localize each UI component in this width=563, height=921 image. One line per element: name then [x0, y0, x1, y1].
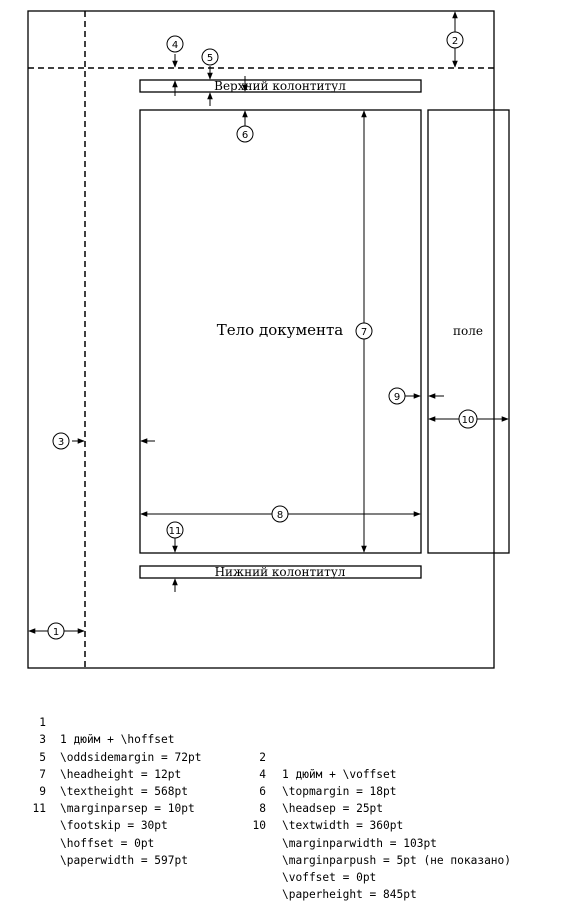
marker-9-label: 9 — [394, 392, 400, 403]
marker-4-label: 4 — [172, 40, 178, 51]
legend-row: 11 \footskip = 30pt \marginparpush = 5pt… — [0, 783, 563, 867]
marker-3: 3 — [52, 432, 70, 450]
legend-number: 4 — [259, 767, 266, 781]
footer-box — [139, 565, 422, 579]
legend-row: 1 1 дюйм + \hoffset 2 1 дюйм + \voffset — [0, 697, 563, 781]
legend-row: 9 \marginparsep = 10pt 10 \marginparwidt… — [0, 766, 563, 850]
legend-number: 1 — [39, 716, 46, 730]
legend-number: 10 — [252, 819, 266, 833]
marker-11: 11 — [166, 521, 184, 539]
page-layout-diagram: Верхний колонтитул Тело документа поле Н… — [27, 10, 510, 669]
marker-4: 4 — [166, 35, 184, 53]
marker-5: 5 — [201, 48, 219, 66]
legend-text: 1 дюйм + \voffset — [282, 767, 397, 781]
header-box — [139, 79, 422, 93]
legend-number: 2 — [259, 750, 266, 764]
marker-5-label: 5 — [207, 53, 213, 64]
legend-text: \paperheight = 845pt — [282, 888, 417, 902]
body-label: Тело документа — [217, 321, 344, 339]
legend-row: 5 \headheight = 12pt 6 \headsep = 25pt — [0, 731, 563, 816]
marker-9: 9 — [388, 387, 406, 405]
legend-number: 7 — [39, 767, 46, 781]
marker-6-label: 6 — [242, 130, 248, 141]
legend-row: 7 \textheight = 568pt 8 \textwidth = 360… — [0, 749, 563, 833]
marker-1-label: 1 — [53, 627, 59, 638]
legend-number: 6 — [259, 785, 266, 798]
legend-row: \hoffset = 0pt \voffset = 0pt — [0, 800, 563, 884]
legend-text: \headheight = 12pt — [60, 767, 182, 781]
legend-number: 9 — [39, 785, 46, 798]
legend-text: \marginparpush = 5pt (не показано) — [282, 853, 512, 867]
legend-text: \textheight = 568pt — [60, 785, 188, 798]
marker-10: 10 — [458, 409, 478, 429]
paper-outline — [27, 10, 495, 669]
marker-8: 8 — [271, 505, 289, 523]
legend-number: 8 — [259, 802, 266, 816]
marker-3-label: 3 — [58, 437, 64, 448]
legend-number: 11 — [32, 802, 46, 816]
legend-number: 5 — [39, 750, 46, 764]
footer-label: Нижний колонтитул — [215, 565, 346, 579]
body-box — [139, 109, 422, 554]
legend-text: 1 дюйм + \hoffset — [60, 733, 175, 747]
legend-text: \oddsidemargin = 72pt — [60, 750, 202, 764]
header-label: Верхний колонтитул — [214, 79, 346, 93]
marker-6: 6 — [236, 125, 254, 143]
marker-11-label: 11 — [169, 526, 182, 537]
legend-text: \voffset = 0pt — [282, 871, 377, 884]
legend-text: \paperwidth = 597pt — [60, 853, 188, 867]
marker-1: 1 — [47, 622, 65, 640]
margin-note-label: поле — [453, 324, 483, 338]
legend-text: \footskip = 30pt — [60, 819, 168, 833]
legend-row: 3 \oddsidemargin = 72pt 4 \topmargin = 1… — [0, 714, 563, 798]
legend-text: \marginparsep = 10pt — [60, 802, 195, 816]
marker-8-label: 8 — [277, 510, 283, 521]
legend-text: \headsep = 25pt — [282, 802, 384, 816]
marker-2: 2 — [446, 31, 464, 49]
legend-text: \hoffset = 0pt — [60, 836, 155, 850]
marker-7-label: 7 — [361, 327, 367, 338]
legend-number: 3 — [39, 733, 46, 747]
marker-7: 7 — [355, 322, 373, 340]
margin-note-box — [427, 109, 510, 554]
marker-10-label: 10 — [462, 415, 475, 426]
legend-row: \paperwidth = 597pt \paperheight = 845pt — [0, 817, 563, 901]
legend-text: \textwidth = 360pt — [282, 819, 404, 833]
legend-text: \topmargin = 18pt — [282, 785, 397, 798]
marker-2-label: 2 — [452, 36, 458, 47]
legend-text: \marginparwidth = 103pt — [282, 836, 437, 850]
